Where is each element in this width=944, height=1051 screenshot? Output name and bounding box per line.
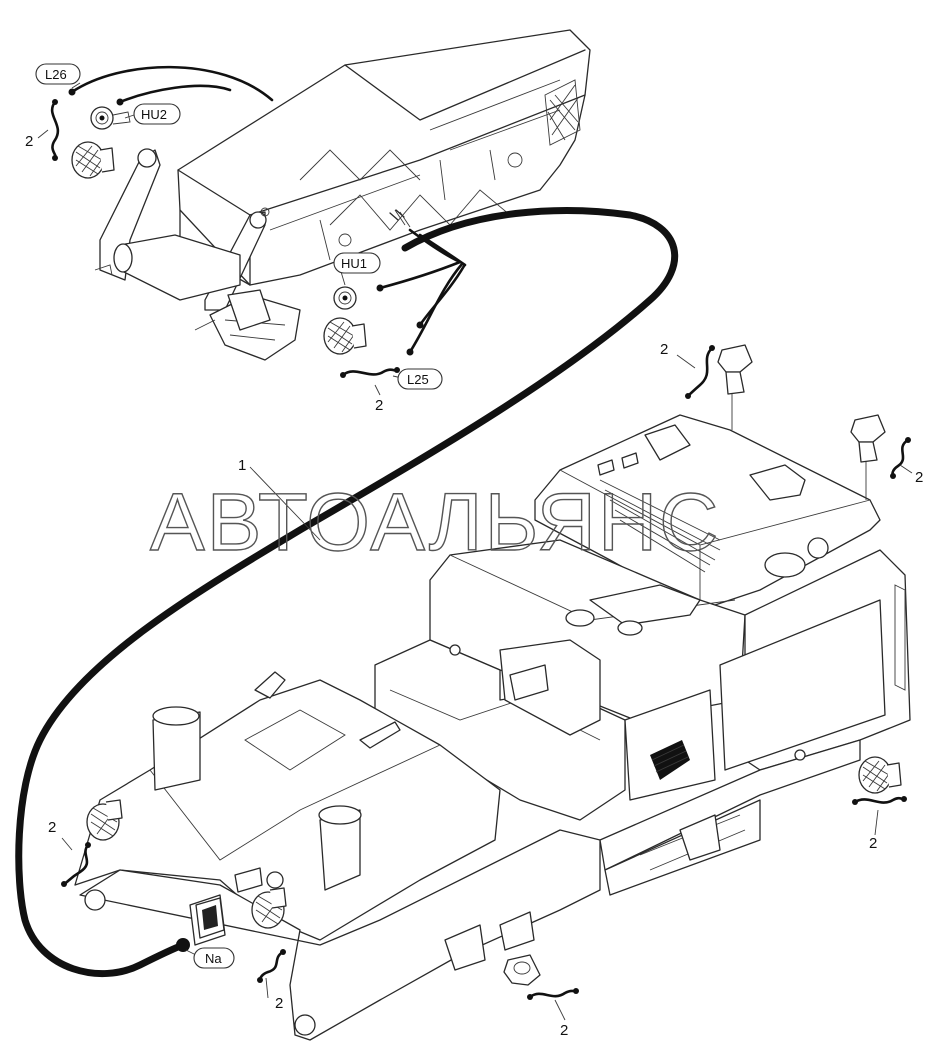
callout-2-b: 2 — [375, 397, 383, 414]
callout-labels: 1 2 2 2 2 2 2 2 2 — [25, 133, 923, 1039]
work-lamp-right-icon — [858, 756, 902, 794]
horn-hu2-icon — [90, 106, 131, 130]
callout-1: 1 — [238, 457, 246, 474]
cable-end-na — [176, 938, 190, 952]
svg-text:HU1: HU1 — [341, 256, 367, 271]
work-lamp-upper-mid-icon — [323, 317, 367, 355]
work-lamp-upper-left-icon — [71, 141, 115, 179]
main-cable — [15, 207, 679, 978]
l26-wire — [70, 65, 274, 102]
callout-2-e: 2 — [869, 835, 877, 852]
connector-box-icon — [195, 897, 225, 939]
tag-l25: L25 — [397, 368, 443, 390]
svg-text:HU2: HU2 — [141, 107, 167, 122]
callout-2-d: 2 — [915, 469, 923, 486]
callout-2-f: 2 — [48, 819, 56, 836]
tag-hu2: HU2 — [133, 103, 181, 125]
tag-hu1: HU1 — [333, 252, 381, 274]
work-lamp-lower-mid-icon — [251, 887, 287, 929]
callout-2-c: 2 — [660, 341, 668, 358]
svg-text:L26: L26 — [45, 67, 67, 82]
beacon-lower-icon — [503, 954, 541, 986]
callout-2-a: 2 — [25, 133, 33, 150]
callout-2-g: 2 — [275, 995, 283, 1012]
hu1-harness — [376, 209, 467, 356]
lower-machine — [74, 414, 911, 1041]
watermark: АВТОАЛЬЯНС — [150, 477, 720, 568]
svg-text:Na: Na — [205, 951, 222, 966]
horn-hu1-icon — [333, 286, 357, 310]
leader-lines — [37, 82, 913, 1021]
beacon-top-right-icon — [850, 414, 886, 500]
tag-l26: L26 — [35, 63, 81, 85]
beacon-top-mid-icon — [717, 344, 753, 430]
work-lamp-lower-left-icon — [86, 799, 123, 841]
tag-na: Na — [193, 947, 235, 969]
pigtails — [50, 99, 911, 1000]
upper-assembly — [94, 29, 591, 361]
callout-2-h: 2 — [560, 1022, 568, 1039]
svg-text:L25: L25 — [407, 372, 429, 387]
